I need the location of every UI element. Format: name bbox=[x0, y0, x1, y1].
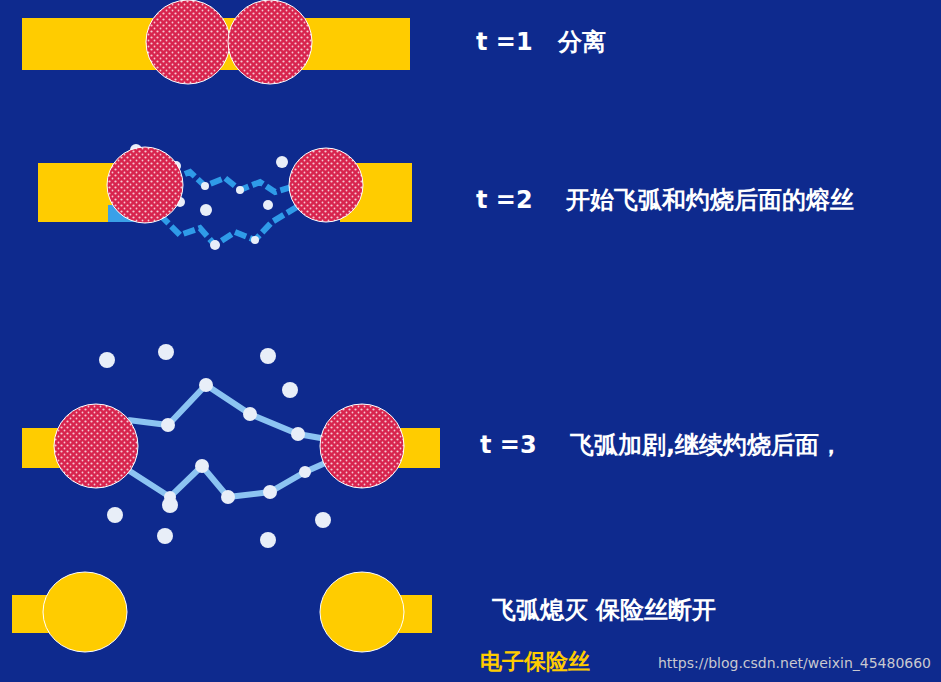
stage-separate bbox=[22, 0, 410, 84]
molten-blob bbox=[289, 148, 363, 222]
solidified-end bbox=[320, 572, 404, 652]
watermark: https://blog.csdn.net/weixin_45480660 bbox=[658, 655, 931, 672]
step-label: t =3 飞弧加剧,继续灼烧后面， bbox=[480, 431, 843, 460]
electric-arc bbox=[170, 172, 295, 192]
electric-arc bbox=[128, 385, 332, 440]
step-label: t =2 开始飞弧和灼烧后面的熔丝 bbox=[476, 186, 854, 215]
stage-open bbox=[12, 572, 432, 652]
stage-arc-intense bbox=[22, 344, 440, 548]
caption: 电子保险丝 bbox=[480, 649, 590, 675]
step-label: t =1 分离 bbox=[476, 28, 606, 57]
molten-blob bbox=[54, 404, 138, 488]
molten-blob bbox=[228, 0, 312, 84]
fuse-wire bbox=[38, 163, 118, 222]
solidified-end bbox=[43, 572, 127, 652]
molten-blob bbox=[320, 404, 404, 488]
step-label: 飞弧熄灭 保险丝断开 bbox=[492, 596, 716, 625]
molten-blob bbox=[107, 147, 183, 223]
stage-arc-start bbox=[38, 144, 412, 250]
molten-blob bbox=[146, 0, 230, 84]
electric-arc bbox=[160, 205, 300, 245]
